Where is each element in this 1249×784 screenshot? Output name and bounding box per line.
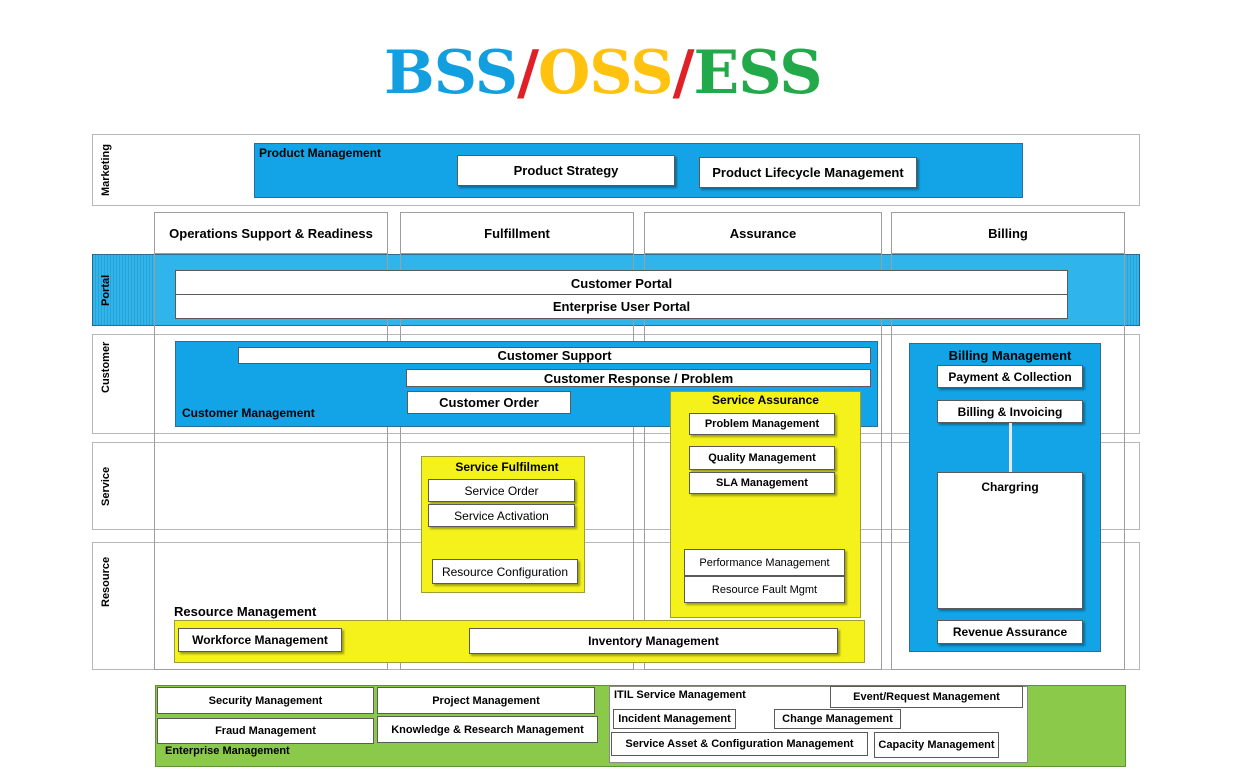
title-ess: ESS xyxy=(693,38,823,108)
problem-management-box: Problem Management xyxy=(689,413,835,435)
resource-configuration-box: Resource Configuration xyxy=(432,559,578,584)
product-strategy-box: Product Strategy xyxy=(457,155,675,186)
service-fulfilment-label: Service Fulfilment xyxy=(455,460,559,474)
capacity-management-box: Capacity Management xyxy=(874,732,999,758)
performance-management-box: Performance Management xyxy=(684,549,845,576)
service-order-box: Service Order xyxy=(428,479,575,502)
service-asset-box: Service Asset & Configuration Management xyxy=(611,732,868,756)
portal-hatch xyxy=(1124,254,1140,326)
payment-collection-box: Payment & Collection xyxy=(937,365,1083,388)
column-header-fulfillment: Fulfillment xyxy=(400,212,634,254)
column-header-billing: Billing xyxy=(891,212,1125,254)
column-header-assurance: Assurance xyxy=(644,212,882,254)
security-management-box: Security Management xyxy=(157,687,374,714)
knowledge-research-box: Knowledge & Research Management xyxy=(377,716,598,743)
customer-response-box: Customer Response / Problem xyxy=(406,369,871,387)
change-management-box: Change Management xyxy=(774,709,901,729)
event-request-box: Event/Request Management xyxy=(830,686,1023,708)
portal-hatch xyxy=(92,254,154,326)
product-lifecycle-box: Product Lifecycle Management xyxy=(699,157,917,188)
billing-invoicing-box: Billing & Invoicing xyxy=(937,400,1083,423)
sla-management-box: SLA Management xyxy=(689,472,835,494)
customer-portal-box: Customer Portal xyxy=(175,270,1068,296)
charging-label: Chargring xyxy=(981,480,1039,494)
workforce-management-box: Workforce Management xyxy=(178,628,342,652)
title-oss: OSS xyxy=(537,38,674,108)
incident-management-box: Incident Management xyxy=(613,709,736,729)
project-management-box: Project Management xyxy=(377,687,595,714)
enterprise-management-label: Enterprise Management xyxy=(165,745,290,757)
fraud-management-box: Fraud Management xyxy=(157,718,374,744)
revenue-assurance-box: Revenue Assurance xyxy=(937,620,1083,644)
product-management-label: Product Management xyxy=(259,146,382,160)
row-label-resource: Resource xyxy=(100,556,112,608)
itil-label: ITIL Service Management xyxy=(614,689,746,701)
enterprise-portal-box: Enterprise User Portal xyxy=(175,294,1068,319)
row-label-portal: Portal xyxy=(100,274,112,306)
billing-management-label: Billing Management xyxy=(948,348,1072,363)
customer-management-label: Customer Management xyxy=(182,406,315,420)
service-assurance-label: Service Assurance xyxy=(712,393,819,407)
charging-box: Chargring xyxy=(937,472,1083,609)
billing-connector xyxy=(1009,423,1012,472)
title-separator: / xyxy=(672,38,695,108)
title-separator: / xyxy=(517,38,539,108)
service-activation-box: Service Activation xyxy=(428,504,575,527)
customer-support-box: Customer Support xyxy=(238,347,871,364)
quality-management-box: Quality Management xyxy=(689,446,835,470)
inventory-management-box: Inventory Management xyxy=(469,628,838,654)
resource-management-label: Resource Management xyxy=(174,604,317,619)
page-title: BSS/OSS/ESS xyxy=(384,38,823,108)
row-label-service: Service xyxy=(100,466,112,506)
row-label-customer: Customer xyxy=(100,341,112,393)
resource-fault-box: Resource Fault Mgmt xyxy=(684,576,845,603)
title-bss: BSS xyxy=(384,38,518,108)
customer-order-box: Customer Order xyxy=(407,391,571,414)
row-label-marketing: Marketing xyxy=(100,144,112,196)
column-header-ops: Operations Support & Readiness xyxy=(154,212,388,254)
